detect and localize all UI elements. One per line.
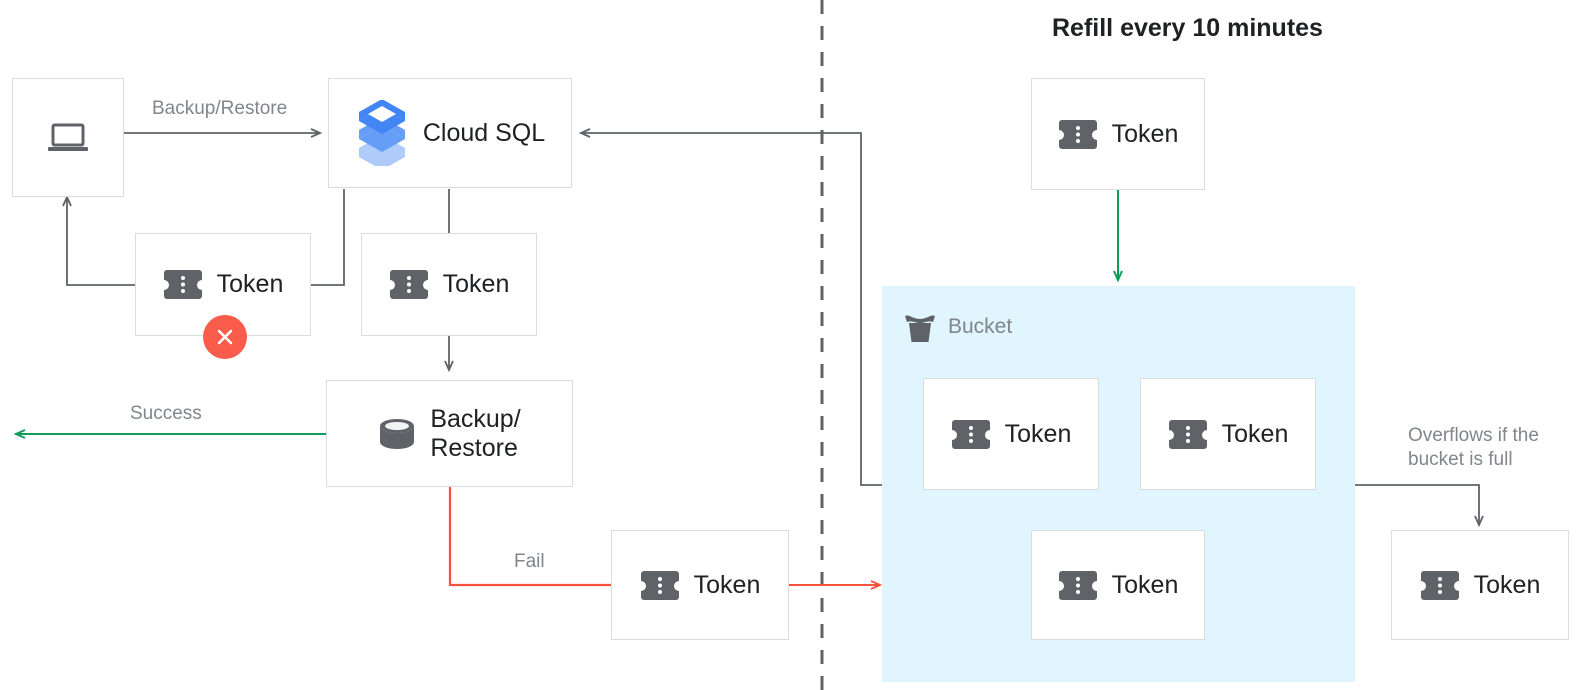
token-icon: [640, 570, 680, 601]
bucket-header: Bucket: [903, 311, 1012, 343]
wire-cloudsql-to-tokenclient: [311, 189, 345, 286]
node-token-overflow[interactable]: Token: [1391, 530, 1569, 640]
edge-label-fail: Fail: [514, 551, 545, 572]
edge-label-success: Success: [130, 403, 202, 424]
bucket-label: Bucket: [948, 315, 1013, 338]
token-icon: [389, 269, 429, 300]
node-token-client[interactable]: Token: [135, 233, 311, 336]
token-icon: [1168, 419, 1208, 450]
status-badge-fail: [203, 315, 247, 359]
node-label: Token: [1111, 570, 1179, 599]
token-icon: [1420, 570, 1460, 601]
node-token-fail[interactable]: Token: [611, 530, 789, 640]
node-label: Token: [1221, 419, 1289, 448]
diagram-title: Refill every 10 minutes: [1052, 14, 1323, 42]
node-token-refill[interactable]: Token: [1031, 78, 1205, 190]
node-client[interactable]: [12, 78, 124, 197]
node-token-bucket-1[interactable]: Token: [923, 378, 1099, 490]
node-label: Token: [1473, 570, 1541, 599]
node-label: Token: [442, 270, 510, 299]
close-icon: [214, 326, 236, 348]
bucket-icon: [903, 311, 937, 343]
laptop-icon: [47, 121, 89, 155]
wire-bucket-to-overflow: [1355, 484, 1479, 525]
wire-bucket-to-cloudsql: [581, 133, 882, 486]
node-token-bucket-2[interactable]: Token: [1140, 378, 1316, 490]
node-label: Backup/ Restore: [430, 404, 521, 462]
node-label: Token: [1111, 119, 1179, 148]
token-icon: [163, 269, 203, 300]
token-icon: [951, 419, 991, 450]
node-backup-restore[interactable]: Backup/ Restore: [326, 380, 573, 487]
token-icon: [1058, 119, 1098, 150]
node-cloud-sql[interactable]: Cloud SQL: [328, 78, 572, 188]
node-token-bucket-3[interactable]: Token: [1031, 530, 1205, 640]
node-label: Cloud SQL: [422, 118, 546, 147]
node-label: Token: [693, 570, 761, 599]
edge-label-backup-restore: Backup/Restore: [152, 98, 288, 119]
node-label: Token: [1004, 419, 1072, 448]
cloud-sql-icon: [355, 100, 409, 166]
token-icon: [1058, 570, 1098, 601]
database-icon: [378, 417, 416, 451]
edge-label-overflow: Overflows if the bucket is full: [1408, 425, 1539, 471]
wire-tokenclient-to-client: [67, 197, 135, 286]
node-label: Token: [216, 270, 284, 299]
node-token-sql[interactable]: Token: [361, 233, 537, 336]
